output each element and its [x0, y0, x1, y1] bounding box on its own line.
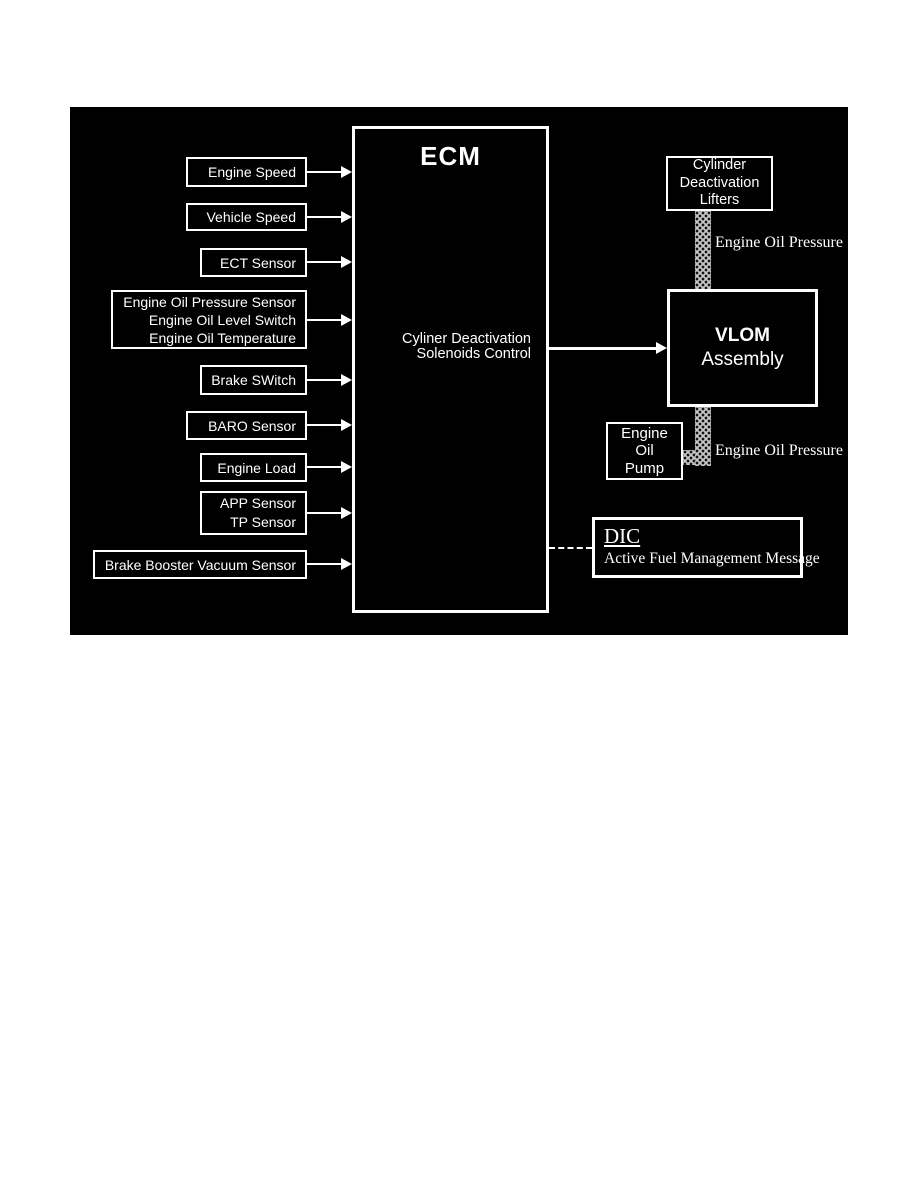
- oil-pressure-label-bottom: Engine Oil Pressure: [715, 442, 843, 459]
- arrow-line-ect-sensor: [307, 261, 341, 263]
- arrowhead-icon: [341, 461, 352, 473]
- arrowhead-icon: [341, 419, 352, 431]
- oil-pressure-label-top: Engine Oil Pressure: [715, 234, 843, 251]
- arrowhead-icon: [341, 507, 352, 519]
- arrowhead-icon: [341, 256, 352, 268]
- oil-pressure-conduit-top: [695, 211, 711, 289]
- dic-title: DIC: [604, 524, 641, 548]
- input-label: BARO Sensor: [208, 417, 296, 434]
- arrowhead-icon: [656, 342, 667, 354]
- dashed-line-ecm-to-dic: [549, 547, 592, 549]
- arrow-line-brake-booster: [307, 563, 341, 565]
- lifters-label: Lifters: [699, 192, 740, 209]
- input-box-engine-load: Engine Load: [200, 453, 307, 482]
- ecm-title: ECM: [420, 141, 481, 171]
- arrowhead-icon: [341, 374, 352, 386]
- ecm-note: Cyliner Deactivation Solenoids Control: [402, 332, 531, 362]
- arrowhead-icon: [341, 558, 352, 570]
- lifters-label: Cylinder: [692, 157, 747, 174]
- input-label: APP Sensor: [219, 495, 296, 511]
- lifters-box: Cylinder Deactivation Lifters: [666, 156, 773, 211]
- input-box-ect-sensor: ECT Sensor: [200, 248, 307, 277]
- input-box-brake-booster: Brake Booster Vacuum Sensor: [93, 550, 307, 579]
- input-label: TP Sensor: [230, 514, 296, 530]
- ecm-note-line2: Solenoids Control: [416, 346, 531, 362]
- vlom-label: Assembly: [701, 349, 784, 370]
- input-box-brake-switch: Brake SWitch: [200, 365, 307, 395]
- input-label: Vehicle Speed: [206, 209, 296, 225]
- input-label: Engine Oil Temperature: [149, 329, 296, 346]
- arrow-line-vehicle-speed: [307, 216, 341, 218]
- pump-label: Engine: [621, 424, 668, 442]
- oil-pressure-conduit-bottom: [695, 407, 711, 466]
- input-label: Engine Oil Pressure Sensor: [123, 293, 296, 310]
- arrow-line-baro-sensor: [307, 424, 341, 426]
- input-box-baro-sensor: BARO Sensor: [186, 411, 307, 440]
- pump-label: Oil: [635, 442, 654, 460]
- input-box-vehicle-speed: Vehicle Speed: [186, 203, 307, 231]
- input-label: Engine Load: [217, 459, 296, 476]
- arrow-line-brake-switch: [307, 379, 341, 381]
- vlom-box: VLOM Assembly: [667, 289, 818, 407]
- oil-pressure-conduit-pump: [683, 450, 695, 465]
- pump-label: Pump: [624, 459, 665, 477]
- arrow-line-engine-oil: [307, 319, 341, 321]
- diagram-canvas: ECM Cyliner Deactivation Solenoids Contr…: [70, 107, 848, 635]
- ecm-box: ECM Cyliner Deactivation Solenoids Contr…: [352, 126, 549, 613]
- arrowhead-icon: [341, 211, 352, 223]
- vlom-label: VLOM: [715, 325, 770, 346]
- input-label: Brake Booster Vacuum Sensor: [104, 556, 296, 573]
- input-box-engine-oil: Engine Oil Pressure Sensor Engine Oil Le…: [111, 290, 307, 349]
- pump-box: Engine Oil Pump: [606, 422, 683, 480]
- input-box-engine-speed: Engine Speed: [186, 157, 307, 187]
- dic-message: Active Fuel Management Message: [604, 550, 820, 567]
- arrow-line-engine-speed: [307, 171, 341, 173]
- arrow-line-engine-load: [307, 466, 341, 468]
- lifters-label: Deactivation: [679, 174, 760, 191]
- arrowhead-icon: [341, 166, 352, 178]
- input-box-app-tp-sensor: APP Sensor TP Sensor: [200, 491, 307, 535]
- arrowhead-icon: [341, 314, 352, 326]
- ecm-note-line1: Cyliner Deactivation: [402, 331, 531, 347]
- dic-box: DIC Active Fuel Management Message: [592, 517, 820, 578]
- arrow-line-ecm-to-vlom: [549, 347, 657, 350]
- input-label: Engine Oil Level Switch: [148, 311, 296, 328]
- input-label: ECT Sensor: [220, 254, 296, 271]
- input-label: Engine Speed: [208, 164, 296, 180]
- arrow-line-app-tp: [307, 512, 341, 514]
- input-label: Brake SWitch: [211, 372, 296, 388]
